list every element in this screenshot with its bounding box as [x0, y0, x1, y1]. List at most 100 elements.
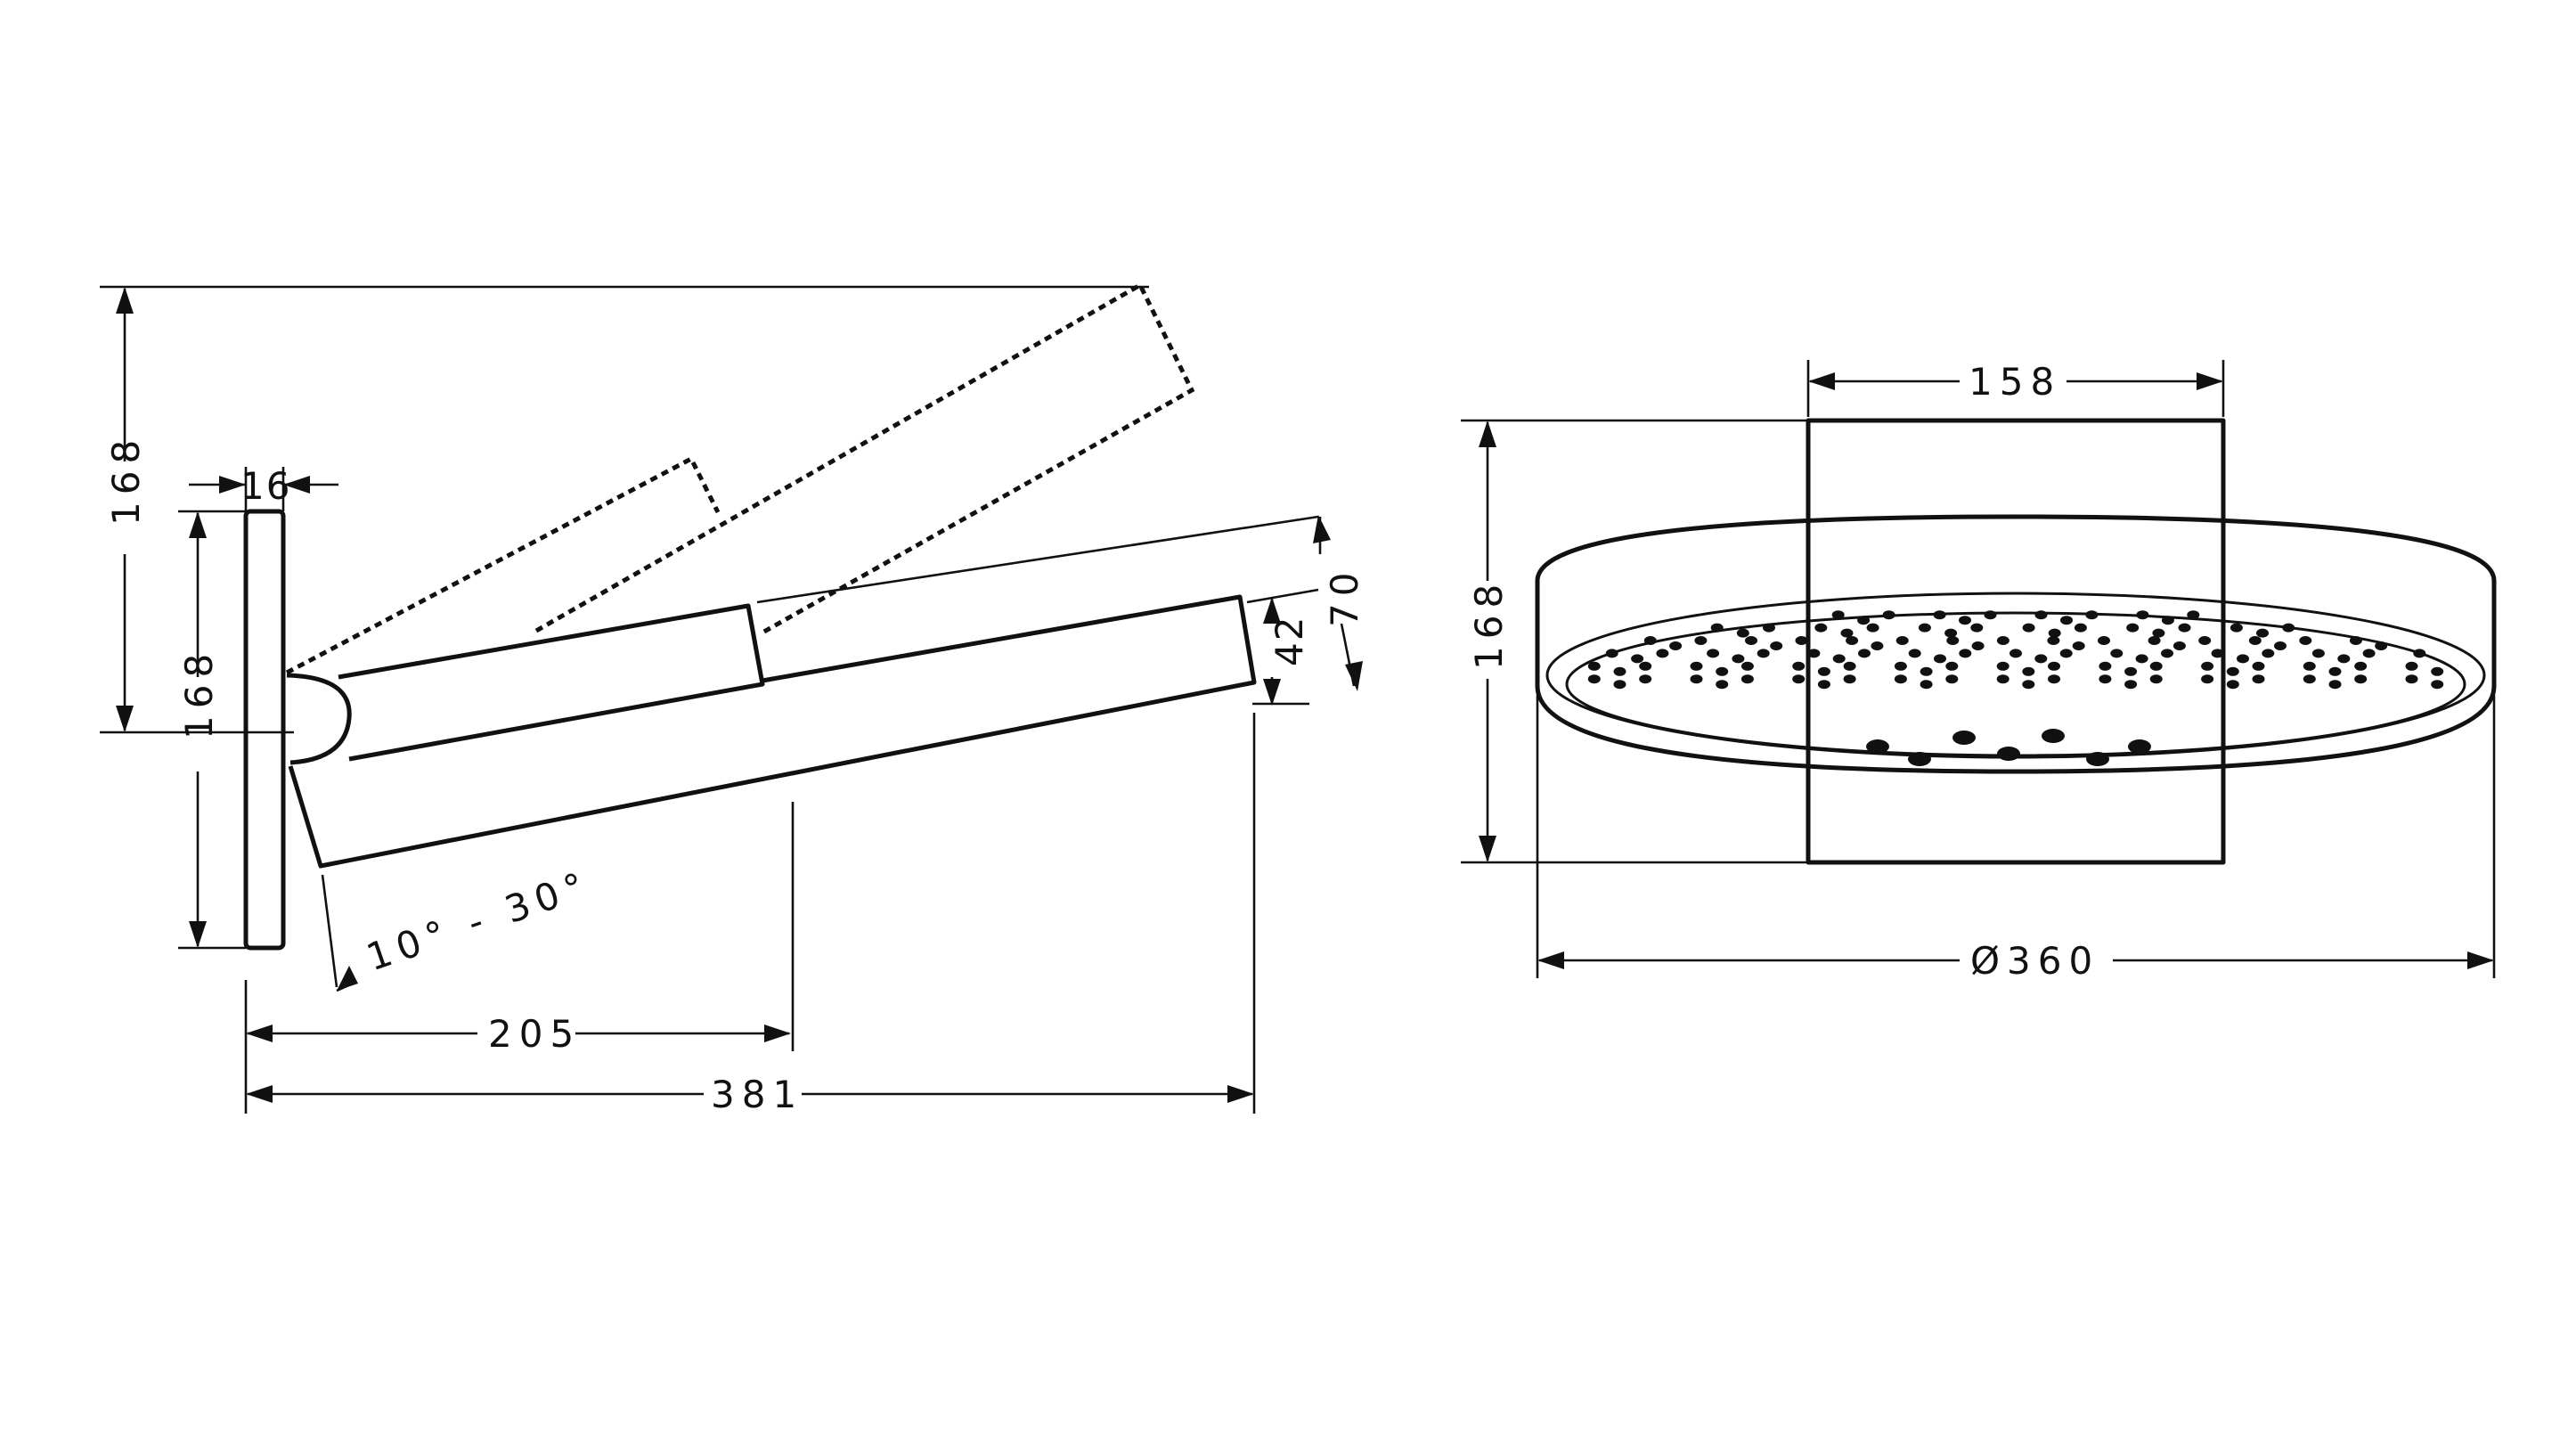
nozzle — [1587, 661, 1601, 671]
nozzle — [2099, 674, 2112, 684]
nozzle — [1984, 610, 1997, 620]
nozzle — [1710, 623, 1724, 633]
nozzle — [2299, 636, 2312, 645]
nozzle — [2022, 623, 2035, 633]
nozzle — [1840, 628, 1854, 638]
dim-plate-width: 158 — [1969, 360, 2061, 404]
back-plate — [1806, 418, 2226, 865]
nozzle — [1631, 654, 1644, 664]
nozzle — [1639, 674, 1652, 684]
nozzle — [1843, 674, 1856, 684]
nozzle — [2022, 680, 2035, 690]
nozzle — [2136, 610, 2149, 620]
nozzle — [1795, 636, 1808, 645]
nozzle — [2074, 623, 2087, 633]
nozzle — [2303, 661, 2316, 671]
nozzle — [2201, 661, 2214, 671]
nozzle — [1639, 661, 1652, 671]
nozzle — [1716, 680, 1729, 690]
nozzle — [1970, 623, 1984, 633]
side-view: 168 168 16 42 70 10° - 30° — [100, 282, 1366, 1116]
nozzle — [1770, 641, 1783, 650]
nozzle — [1908, 649, 1921, 658]
nozzle — [1817, 680, 1830, 690]
nozzle — [2337, 654, 2351, 664]
dim-plate-thickness: 16 — [240, 464, 291, 508]
nozzle — [2354, 661, 2368, 671]
nozzle — [2252, 661, 2265, 671]
nozzle — [1792, 661, 1806, 671]
raised-position-outline — [285, 282, 1195, 675]
nozzle — [1694, 636, 1708, 645]
wall-plate — [243, 509, 286, 951]
nozzle — [1817, 666, 1830, 676]
nozzle — [2048, 674, 2060, 684]
nozzle — [1814, 623, 1828, 633]
nozzle — [1946, 636, 1960, 645]
nozzle — [1996, 661, 2009, 671]
nozzle — [1732, 654, 1745, 664]
nozzle — [1605, 649, 1618, 658]
nozzle — [2110, 649, 2124, 658]
shower-disc — [1535, 514, 2497, 774]
nozzle — [1996, 674, 2009, 684]
nozzle — [1716, 666, 1729, 676]
nozzle — [2124, 680, 2138, 690]
nozzle — [2405, 674, 2418, 684]
nozzle — [2226, 666, 2239, 676]
nozzle — [2354, 674, 2368, 684]
nozzle — [1945, 674, 1959, 684]
nozzle — [2282, 623, 2295, 633]
nozzle — [2303, 674, 2316, 684]
nozzle — [1740, 661, 1754, 671]
nozzle — [2009, 649, 2022, 658]
nozzle — [2328, 666, 2342, 676]
nozzle — [2085, 610, 2099, 620]
nozzle — [2328, 680, 2342, 690]
nozzle — [1971, 641, 1985, 650]
nozzle — [1996, 636, 2009, 645]
nozzle-large — [1997, 747, 2020, 761]
nozzle — [1857, 616, 1871, 625]
nozzle — [1690, 661, 1703, 671]
nozzle — [2237, 654, 2249, 664]
nozzle-large — [1952, 731, 1976, 745]
nozzle — [1643, 636, 1657, 645]
nozzle — [2262, 649, 2275, 658]
dim-diameter: Ø360 — [1970, 939, 2099, 983]
nozzle — [2230, 623, 2243, 633]
nozzle — [2349, 636, 2362, 645]
nozzle-large — [2042, 729, 2065, 743]
dim-front-height: 168 — [1467, 577, 1511, 670]
nozzle — [2211, 649, 2224, 658]
nozzle — [1959, 616, 1971, 625]
nozzle — [1920, 666, 1933, 676]
nozzle — [2405, 661, 2418, 671]
nozzle — [2099, 661, 2112, 671]
nozzle — [1920, 680, 1933, 690]
nozzle — [1832, 654, 1846, 664]
nozzle — [2161, 616, 2174, 625]
nozzle — [1831, 610, 1845, 620]
nozzle — [2274, 641, 2287, 650]
nozzle — [1587, 674, 1601, 684]
nozzle — [1894, 674, 1907, 684]
nozzle-large — [2086, 752, 2109, 766]
nozzle — [2047, 636, 2060, 645]
nozzle — [2311, 649, 2325, 658]
nozzle — [2149, 674, 2163, 684]
nozzle — [1613, 680, 1626, 690]
nozzle — [2256, 628, 2269, 638]
nozzle — [2148, 636, 2161, 645]
nozzle — [2413, 649, 2426, 658]
nozzle — [2161, 649, 2173, 658]
nozzle — [1846, 636, 1859, 645]
nozzle — [1944, 628, 1958, 638]
nozzle — [2060, 616, 2073, 625]
nozzle-field — [1587, 610, 2444, 766]
nozzle — [2431, 666, 2444, 676]
nozzle — [2124, 666, 2138, 676]
nozzle-large — [2128, 739, 2151, 754]
nozzle-large — [1908, 752, 1931, 766]
nozzle — [2034, 610, 2048, 620]
